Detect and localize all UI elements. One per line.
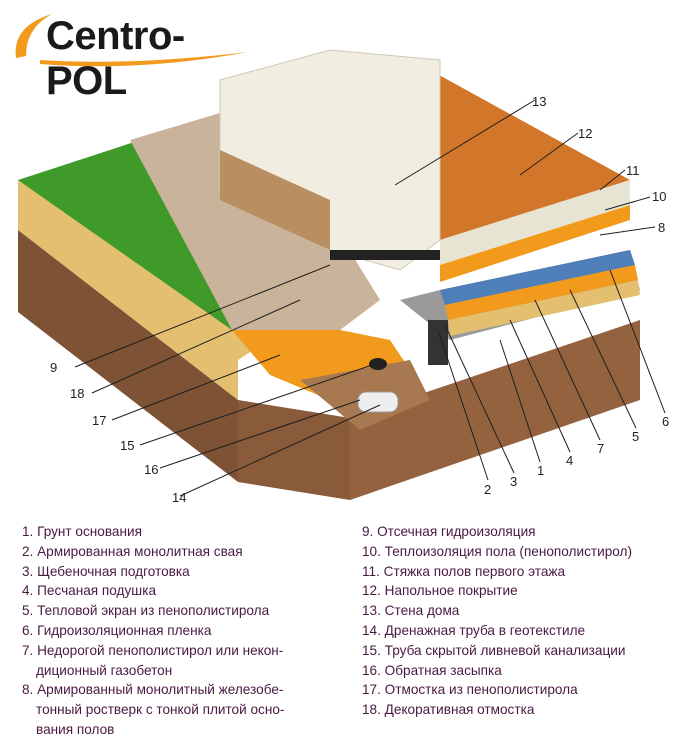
callout-line-6 xyxy=(609,269,666,414)
callout-line-14 xyxy=(179,404,381,497)
floor-insulation xyxy=(440,180,630,265)
callout-line-10 xyxy=(604,196,651,211)
callout-number: 10 xyxy=(652,189,666,204)
legend-column-left: 1. Грунт основания 2. Армированная монол… xyxy=(22,522,352,740)
logo-text: Centro-POL xyxy=(46,14,185,103)
legend-item: 7. Недорогой пенополистирол или некон- xyxy=(22,642,284,658)
callout-line-3 xyxy=(444,324,515,474)
logo-swoosh-icon xyxy=(15,14,248,67)
soil-front-face xyxy=(238,400,350,500)
callout-number: 16 xyxy=(144,462,158,477)
callout-number: 8 xyxy=(658,220,665,235)
gravel-path xyxy=(130,110,380,330)
brick-plinth xyxy=(220,150,330,250)
callout-line-16 xyxy=(159,399,361,469)
callout-number: 15 xyxy=(120,438,134,453)
soil-right-face xyxy=(350,320,640,500)
callout-line-17 xyxy=(111,354,281,421)
callout-number: 6 xyxy=(662,414,669,429)
legend: 1. Грунт основания 2. Армированная монол… xyxy=(0,522,700,752)
legend-item: 10. Теплоизоляция пола (пенополистирол) xyxy=(362,543,632,559)
legend-item: 12. Напольное покрытие xyxy=(362,583,518,599)
callout-line-7 xyxy=(534,299,601,441)
legend-item: 15. Труба скрытой ливневой канализации xyxy=(362,642,626,658)
blue-insulation-layer xyxy=(440,250,635,305)
callout-line-5 xyxy=(569,289,637,429)
legend-item: 1. Грунт основания xyxy=(22,524,142,539)
drain-pipe xyxy=(369,358,387,370)
legend-item: дици­онный газобетон xyxy=(36,662,173,678)
callout-number: 2 xyxy=(484,482,491,497)
legend-item: 3. Щебеночная подготовка xyxy=(22,563,190,579)
legend-item: 13. Стена дома xyxy=(362,603,460,619)
callout-number: 11 xyxy=(626,163,640,178)
callout-number: 17 xyxy=(92,413,106,428)
legend-item: 4. Песчаная подушка xyxy=(22,583,156,599)
floor-screed xyxy=(440,205,630,282)
legend-item: тонный ростверк с тонкой плитой осно- xyxy=(36,702,285,718)
callout-line-1 xyxy=(499,339,541,463)
callout-line-4 xyxy=(509,319,571,453)
legend-item: 11. Стяжка полов первого этажа xyxy=(362,563,566,579)
sand-cushion-layer xyxy=(448,280,640,336)
callout-number: 12 xyxy=(578,126,592,141)
callout-number: 1 xyxy=(537,463,544,478)
logo: Centro-POL xyxy=(10,6,260,103)
storm-pipe xyxy=(357,391,399,413)
sand-layer xyxy=(18,180,300,400)
callout-number: 14 xyxy=(172,490,186,505)
callout-number: 4 xyxy=(566,453,573,468)
callout-number: 9 xyxy=(50,360,57,375)
callout-line-18 xyxy=(91,299,301,394)
callout-line-8 xyxy=(599,226,656,236)
callout-line-2 xyxy=(437,329,489,481)
callout-line-13 xyxy=(394,99,536,186)
callout-line-11 xyxy=(599,169,626,191)
legend-item: 17. Отмостка из пенополистирола xyxy=(362,682,578,698)
legend-item: 5. Тепловой экран из пенополистирола xyxy=(22,603,270,619)
soil-left-face xyxy=(18,230,238,482)
callout-number: 7 xyxy=(597,441,604,456)
callout-number: 18 xyxy=(70,386,84,401)
callout-number: 3 xyxy=(510,474,517,489)
callout-number: 5 xyxy=(632,429,639,444)
legend-item: вания полов xyxy=(36,721,115,737)
waterproof-strip xyxy=(330,250,440,260)
legend-item: 16. Обратная засыпка xyxy=(362,662,502,678)
legend-item: 2. Армированная монолитная свая xyxy=(22,543,243,559)
callout-line-12 xyxy=(519,132,579,176)
orange-screen-layer xyxy=(445,265,638,320)
legend-item: 18. Декоративная отмостка xyxy=(362,702,535,718)
legend-item: 14. Дренажная труба в геотекстиле xyxy=(362,622,586,638)
pile xyxy=(428,320,448,365)
callout-line-15 xyxy=(139,363,376,446)
callout-number: 13 xyxy=(532,94,546,109)
legend-item: 9. Отсечная гидроизоляция xyxy=(362,524,536,539)
legend-item: 8. Армированный монолитный железобе- xyxy=(22,682,284,698)
legend-column-right: 9. Отсечная гидроизоляция 10. Теплоизоля… xyxy=(362,522,698,720)
callout-line-9 xyxy=(74,264,331,368)
foundation-diagram: 13 12 11 10 8 9 18 17 15 16 14 2 3 1 4 7… xyxy=(18,49,669,505)
legend-item: 6. Гидроизоляционная пленка xyxy=(22,622,212,638)
